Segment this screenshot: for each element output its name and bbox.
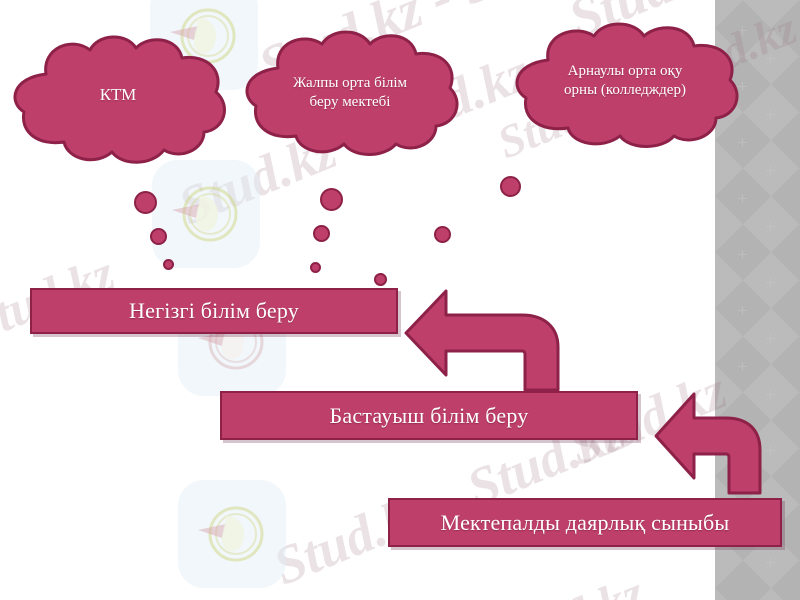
arrow-primary-to-basic: [398, 285, 578, 392]
bar-primary-education-label: Бастауыш білім беру: [329, 402, 529, 428]
bubble-tiny: [374, 273, 387, 286]
bubble-large: [500, 176, 521, 197]
cloud-college-label: Арнаулы орта оқу орны (колледждер): [564, 63, 686, 99]
cloud-school[interactable]: Жалпы орта білім беру мектебі: [232, 24, 468, 160]
bar-basic-education-label: Негізгі білім беру: [129, 298, 299, 323]
hummingbird-logo-icon: [172, 186, 238, 242]
bar-basic-education[interactable]: Негізгі білім беру: [30, 288, 398, 334]
cloud-shape: [515, 22, 739, 148]
cloud-ktm[interactable]: КТМ: [2, 26, 234, 166]
bubble-medium: [313, 225, 330, 242]
cloud-ktm-label: КТМ: [99, 85, 137, 104]
bubble-small: [163, 259, 174, 270]
cloud-shape: [13, 35, 226, 164]
watermark-logo-4: [178, 480, 286, 588]
hummingbird-logo-icon: [198, 506, 264, 562]
cloud-shape: [245, 30, 459, 156]
bubble-medium: [150, 228, 167, 245]
cloud-school-label: Жалпы орта білім беру мектебі: [292, 75, 408, 111]
bubble-medium: [434, 226, 451, 243]
bubble-large: [134, 191, 157, 214]
cloud-college[interactable]: Арнаулы орта оқу орны (колледждер): [500, 18, 750, 152]
bubble-large: [320, 188, 343, 211]
watermark-text-7: Stud.kz: [490, 563, 652, 600]
bar-preschool-class-label: Мектепалды даярлық сыныбы: [440, 509, 730, 535]
arrow-preschool-to-primary: [648, 388, 800, 495]
bar-preschool-class[interactable]: Мектепалды даярлық сыныбы: [388, 498, 782, 547]
watermark-logo-2: [152, 160, 260, 268]
bubble-small: [310, 262, 321, 273]
bar-primary-education[interactable]: Бастауыш білім беру: [220, 391, 638, 440]
bent-arrow-shape: [404, 289, 560, 392]
bent-arrow-shape: [654, 392, 762, 495]
